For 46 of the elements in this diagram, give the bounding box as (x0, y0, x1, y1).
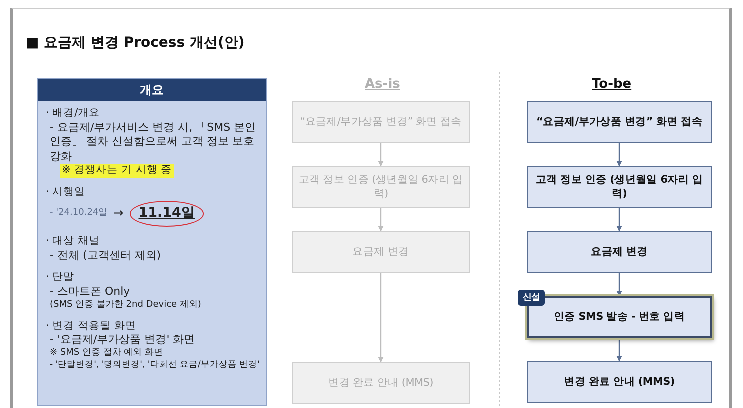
box-label: 요금제 변경 (352, 244, 410, 260)
process-box (292, 166, 470, 208)
old-date-text: - '24.10.24일 (50, 208, 108, 220)
column-heading: As-is (365, 77, 400, 92)
overview-panel (37, 78, 267, 406)
process-box (527, 166, 712, 208)
note-text: (SMS 인증 불가한 2nd Device 제외) (49, 300, 202, 312)
box-label: “요금제/부가상품 변경” 화면 접속 (536, 114, 702, 130)
highlighted-note: ※ 경쟁사는 기 시행 중 (60, 164, 174, 178)
box-label: 고객 정보 인증 (생년월일 6자리 입력) (534, 172, 704, 202)
box-label: 변경 완료 안내 (MMS) (328, 376, 434, 390)
note-text: - '단말변경', '명의변경', '다회선 요금/부가상품 변경' (49, 360, 258, 372)
process-box (292, 362, 470, 404)
panel-header: 개요 (38, 79, 266, 101)
arrow (378, 208, 384, 232)
body-text: - 전체 (고객센터 제외) (49, 248, 162, 264)
arrow (378, 273, 384, 363)
process-box (527, 101, 712, 143)
box-label: 고객 정보 인증 (생년월일 6자리 입력) (298, 172, 464, 202)
section-heading: · 시행일 (46, 186, 87, 200)
box-label: 변경 완료 안내 (MMS) (564, 374, 675, 390)
arrow (616, 338, 622, 362)
process-box (527, 231, 712, 273)
body-text: - 스마트폰 Only (49, 285, 132, 300)
body-text: - '요금제/부가상품 변경' 화면 (49, 333, 196, 348)
section-heading: · 단말 (46, 271, 76, 286)
column-heading: To-be (592, 77, 632, 92)
arrow (616, 208, 622, 232)
arrow (616, 143, 622, 167)
body-text: - 요금제/부가서비스 변경 시, 「SMS 본인인증」 절차 신설함으로써 고객 정보 보호 강화 (49, 120, 258, 164)
process-box (292, 101, 470, 143)
process-box (292, 231, 470, 273)
date-text: 11.14일 (130, 201, 204, 227)
box-label: 인증 SMS 발송 - 번호 입력 (554, 310, 686, 324)
new-badge: 신설 (518, 290, 546, 306)
note-text: ※ SMS 인증 절차 예외 화면 (49, 348, 164, 360)
box-label: 요금제 변경 (591, 244, 648, 260)
section-heading: · 배경/개요 (46, 107, 102, 121)
box-label: “요금제/부가상품 변경” 화면 접속 (300, 114, 462, 130)
title: ■ 요금제 변경 Process 개선(안) (26, 34, 245, 52)
process-box (527, 361, 712, 403)
section-heading: · 대상 채널 (46, 234, 102, 249)
arrow-glyph: → (114, 206, 124, 222)
arrow (378, 143, 384, 167)
arrow (616, 273, 622, 297)
section-heading: · 변경 적용될 화면 (46, 320, 138, 334)
